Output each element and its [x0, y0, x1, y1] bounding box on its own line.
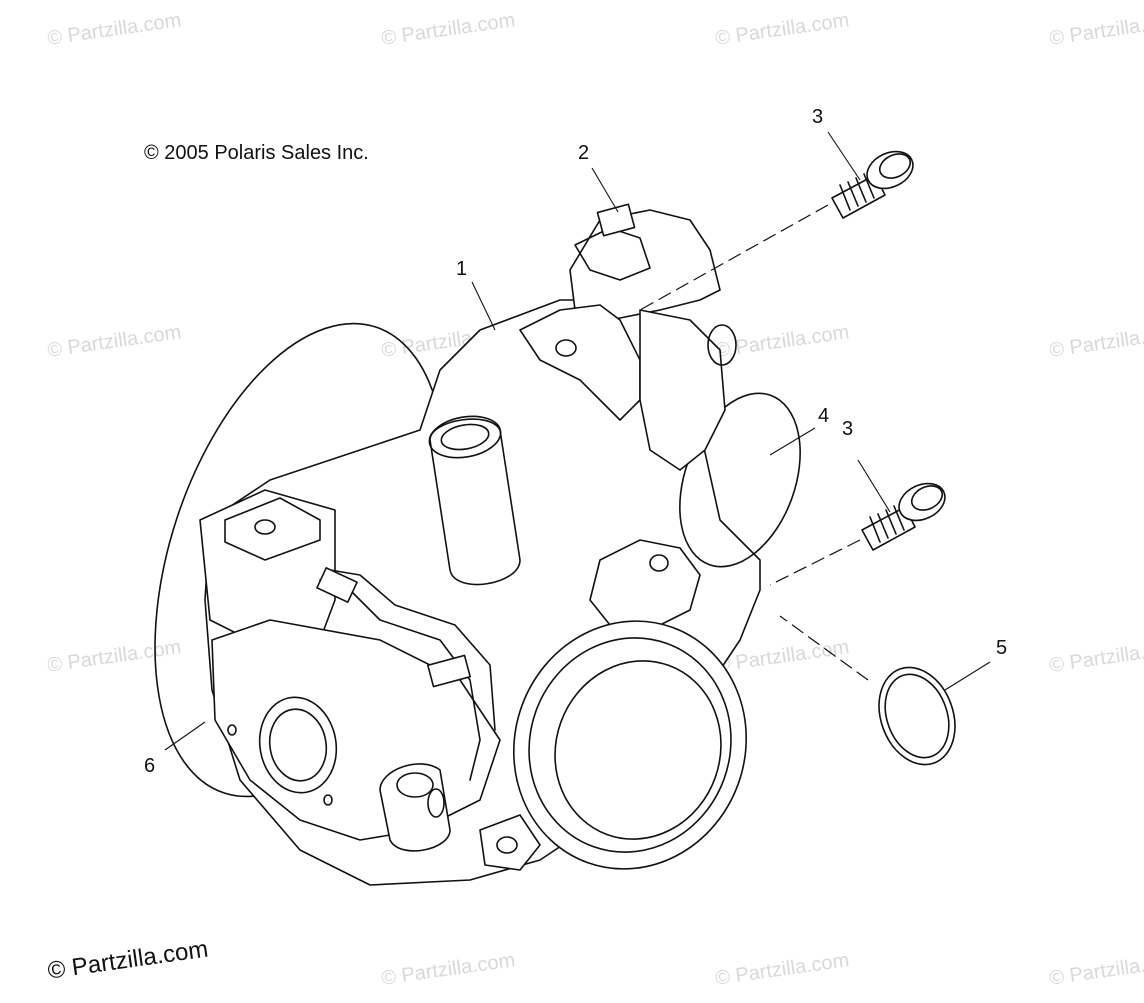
inlet-pipe-bore	[440, 423, 490, 451]
o-ring-outer	[878, 666, 956, 766]
inlet-pipe-top	[428, 415, 502, 459]
leader-line-5	[944, 661, 991, 691]
linkage-clip	[427, 654, 471, 688]
leader-line-1	[471, 281, 496, 331]
mid-bracket	[589, 539, 701, 631]
o-ring-inner	[884, 673, 950, 759]
flange-ear	[479, 814, 541, 871]
callout-2: 2	[578, 142, 590, 164]
callout-4: 4	[818, 405, 830, 427]
sensor-body	[569, 209, 721, 321]
front-port-outer	[258, 696, 338, 794]
copyright-text: © 2005 Polaris Sales Inc.	[144, 142, 369, 164]
callout-1: 1	[456, 258, 468, 280]
linkage-rod	[329, 569, 496, 731]
tps-rim	[224, 497, 321, 561]
right-boss	[639, 309, 726, 471]
install-line	[779, 615, 869, 681]
mid-bracket-hole	[649, 554, 669, 572]
inlet-pipe	[429, 418, 521, 586]
install-line	[769, 539, 861, 586]
leader-line-3a	[827, 131, 861, 181]
install-line	[639, 204, 829, 311]
bottom-boss	[379, 763, 451, 852]
flange-ear-hole	[496, 836, 518, 854]
bottom-boss-top	[396, 772, 434, 798]
callout-3: 3	[842, 418, 854, 440]
callout-5: 5	[996, 637, 1008, 659]
screw-lower	[861, 482, 946, 551]
leader-line-3b	[857, 459, 891, 513]
plate-dot	[323, 794, 333, 806]
front-bore-ring	[528, 637, 732, 853]
bracket-hole	[555, 339, 577, 357]
plate-dot	[227, 724, 237, 736]
front-port-inner	[268, 708, 328, 782]
leader-line-2	[591, 167, 619, 213]
tps-housing	[199, 489, 336, 651]
linkage-clip	[316, 567, 358, 603]
boss-cap	[707, 324, 737, 366]
leader-line-6	[164, 721, 206, 751]
bottom-stud	[427, 788, 445, 818]
callout-6: 6	[144, 755, 156, 777]
sensor-tab	[596, 203, 636, 237]
screw-upper	[831, 150, 914, 219]
leader-line-4	[769, 427, 816, 456]
callout-3: 3	[812, 106, 824, 128]
front-bore-lip	[554, 660, 722, 840]
tps-hole	[254, 519, 276, 535]
